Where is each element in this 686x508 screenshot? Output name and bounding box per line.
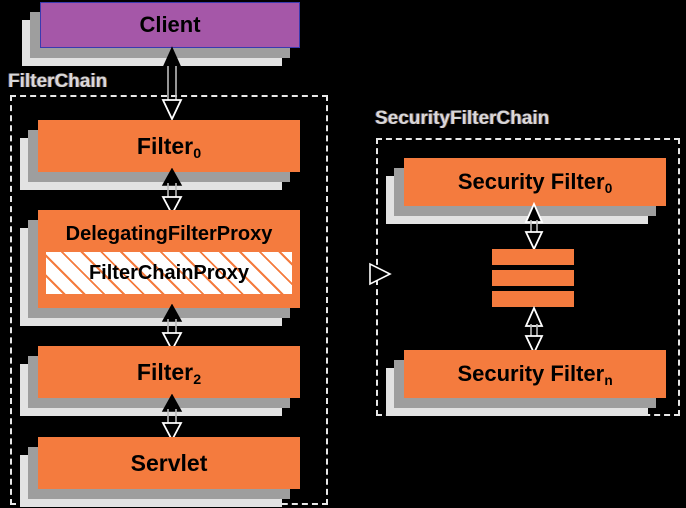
filter2-box[interactable]: Filter2 (38, 346, 300, 398)
filter-chain-proxy-label: FilterChainProxy (88, 262, 250, 284)
elided-bar-1 (492, 249, 574, 265)
node-servlet[interactable]: Servlet (20, 437, 300, 507)
group-label-securityfilterchain: SecurityFilterChain (375, 108, 550, 129)
node-filter0[interactable]: Filter0 (20, 120, 300, 190)
arrow-client-filter0 (158, 46, 186, 122)
arrow-filter0-dfp (158, 168, 186, 216)
security-filter-n-label: Security Filtern (457, 361, 613, 389)
node-filter2[interactable]: Filter2 (20, 346, 300, 416)
servlet-label: Servlet (130, 449, 208, 476)
arrow-filterchainproxy-to-securityfilterchain (368, 262, 394, 286)
elided-bar-2 (492, 270, 574, 286)
arrow-securityfiltern-elided (520, 306, 548, 356)
node-security-filter-n[interactable]: Security Filtern (386, 350, 666, 416)
security-filter0-label: Security Filter0 (457, 169, 613, 197)
arrow-elided-securityfilter0 (520, 202, 548, 252)
filter2-label: Filter2 (136, 358, 202, 389)
group-label-filterchain: FilterChain (8, 71, 108, 92)
node-elided-filters (492, 249, 574, 308)
node-security-filter0[interactable]: Security Filter0 (386, 158, 666, 224)
filter-chain-proxy-box[interactable]: FilterChainProxy (45, 251, 293, 295)
client-label: Client (139, 12, 201, 37)
delegating-filter-proxy-label: DelegatingFilterProxy (65, 222, 273, 245)
arrow-dfp-filter2 (158, 304, 186, 352)
security-filter0-box[interactable]: Security Filter0 (404, 158, 666, 206)
elided-bar-3 (492, 291, 574, 307)
node-client[interactable]: Client (22, 2, 300, 66)
security-filter-n-box[interactable]: Security Filtern (404, 350, 666, 398)
arrow-filter2-servlet (158, 394, 186, 442)
client-box[interactable]: Client (40, 2, 300, 48)
servlet-box[interactable]: Servlet (38, 437, 300, 489)
filter0-label: Filter0 (136, 132, 202, 163)
delegating-filter-proxy-box[interactable]: DelegatingFilterProxy FilterChainProxy (38, 210, 300, 308)
node-delegating-filter-proxy[interactable]: DelegatingFilterProxy FilterChainProxy (20, 210, 300, 326)
filter0-box[interactable]: Filter0 (38, 120, 300, 172)
